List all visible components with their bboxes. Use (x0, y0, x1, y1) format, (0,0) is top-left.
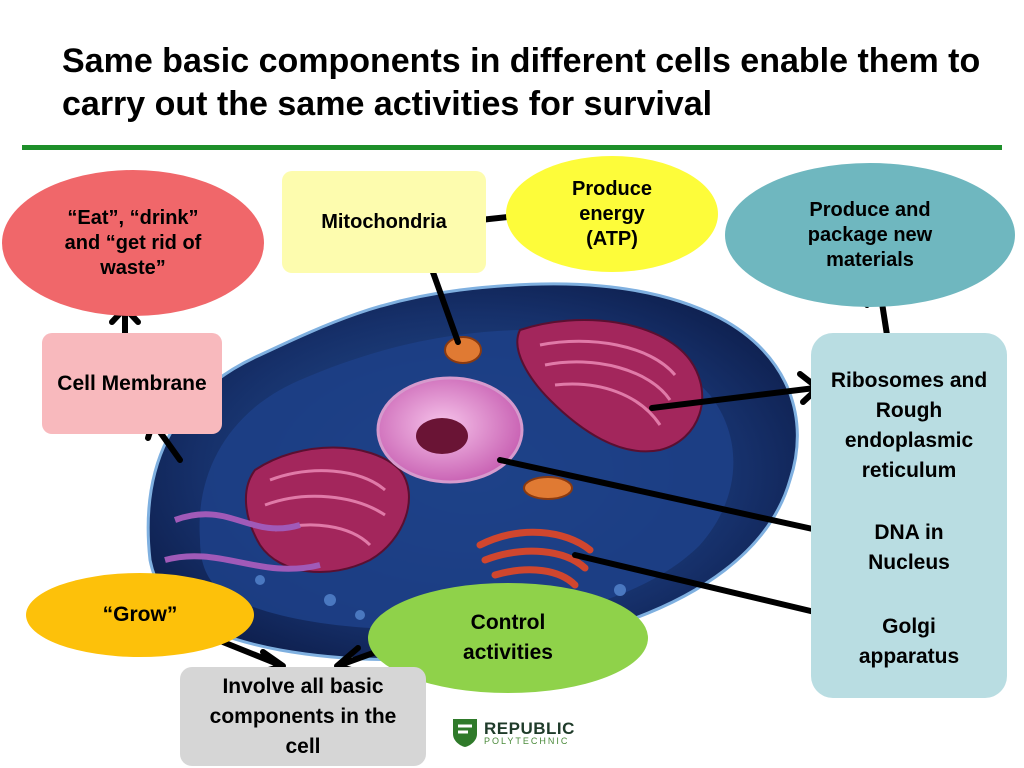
arrow-nucleus-to-dna (497, 457, 843, 538)
republic-polytechnic-logo: REPUBLIC POLYTECHNIC (452, 718, 575, 748)
logo-name: REPUBLIC (484, 719, 575, 738)
grow-label: “Grow” (102, 603, 178, 626)
shield-icon (453, 719, 477, 747)
arrow-er-to-ribosomes (649, 385, 818, 411)
produce-package-oval: Produce and package new materials (725, 163, 1015, 307)
involve-box: Involve all basic components in the cell (180, 667, 426, 766)
golgi-apparatus (476, 528, 594, 589)
eat-drink-oval: “Eat”, “drink” and “get rid of waste” (2, 170, 264, 316)
mitochondria-box: Mitochondria (282, 171, 486, 273)
logo-subtitle: POLYTECHNIC (484, 736, 570, 746)
mitochondrion-right (523, 476, 573, 500)
control-activities-label: Control activities (463, 611, 553, 664)
organelle-panel (811, 333, 1007, 698)
mitochondrion-top (444, 336, 482, 364)
dna-label: DNA in Nucleus (868, 521, 950, 574)
control-activities-oval: Control activities (368, 583, 648, 693)
grow-oval: “Grow” (26, 573, 254, 657)
involve-label: Involve all basic components in the cell (209, 674, 397, 758)
golgi-label: Golgi apparatus (858, 615, 960, 668)
eat-drink-label: “Eat”, “drink” and “get rid of waste” (64, 206, 202, 279)
ribosomes-label: Ribosomes and Rough endoplasmic reticulu… (830, 369, 988, 482)
produce-energy-label: Produce energy (ATP) (571, 177, 653, 250)
arrow-golgi-to-label (572, 552, 843, 621)
cell-membrane-label: Cell Membrane (57, 371, 207, 395)
produce-package-label: Produce and package new materials (807, 198, 933, 271)
cell-membrane-box: Cell Membrane (42, 333, 222, 434)
mitochondria-label: Mitochondria (321, 210, 447, 233)
slide-title: Same basic components in different cells… (62, 42, 981, 123)
produce-energy-oval: Produce energy (ATP) (506, 156, 718, 272)
nucleolus (416, 418, 468, 454)
title-divider (22, 145, 1002, 150)
